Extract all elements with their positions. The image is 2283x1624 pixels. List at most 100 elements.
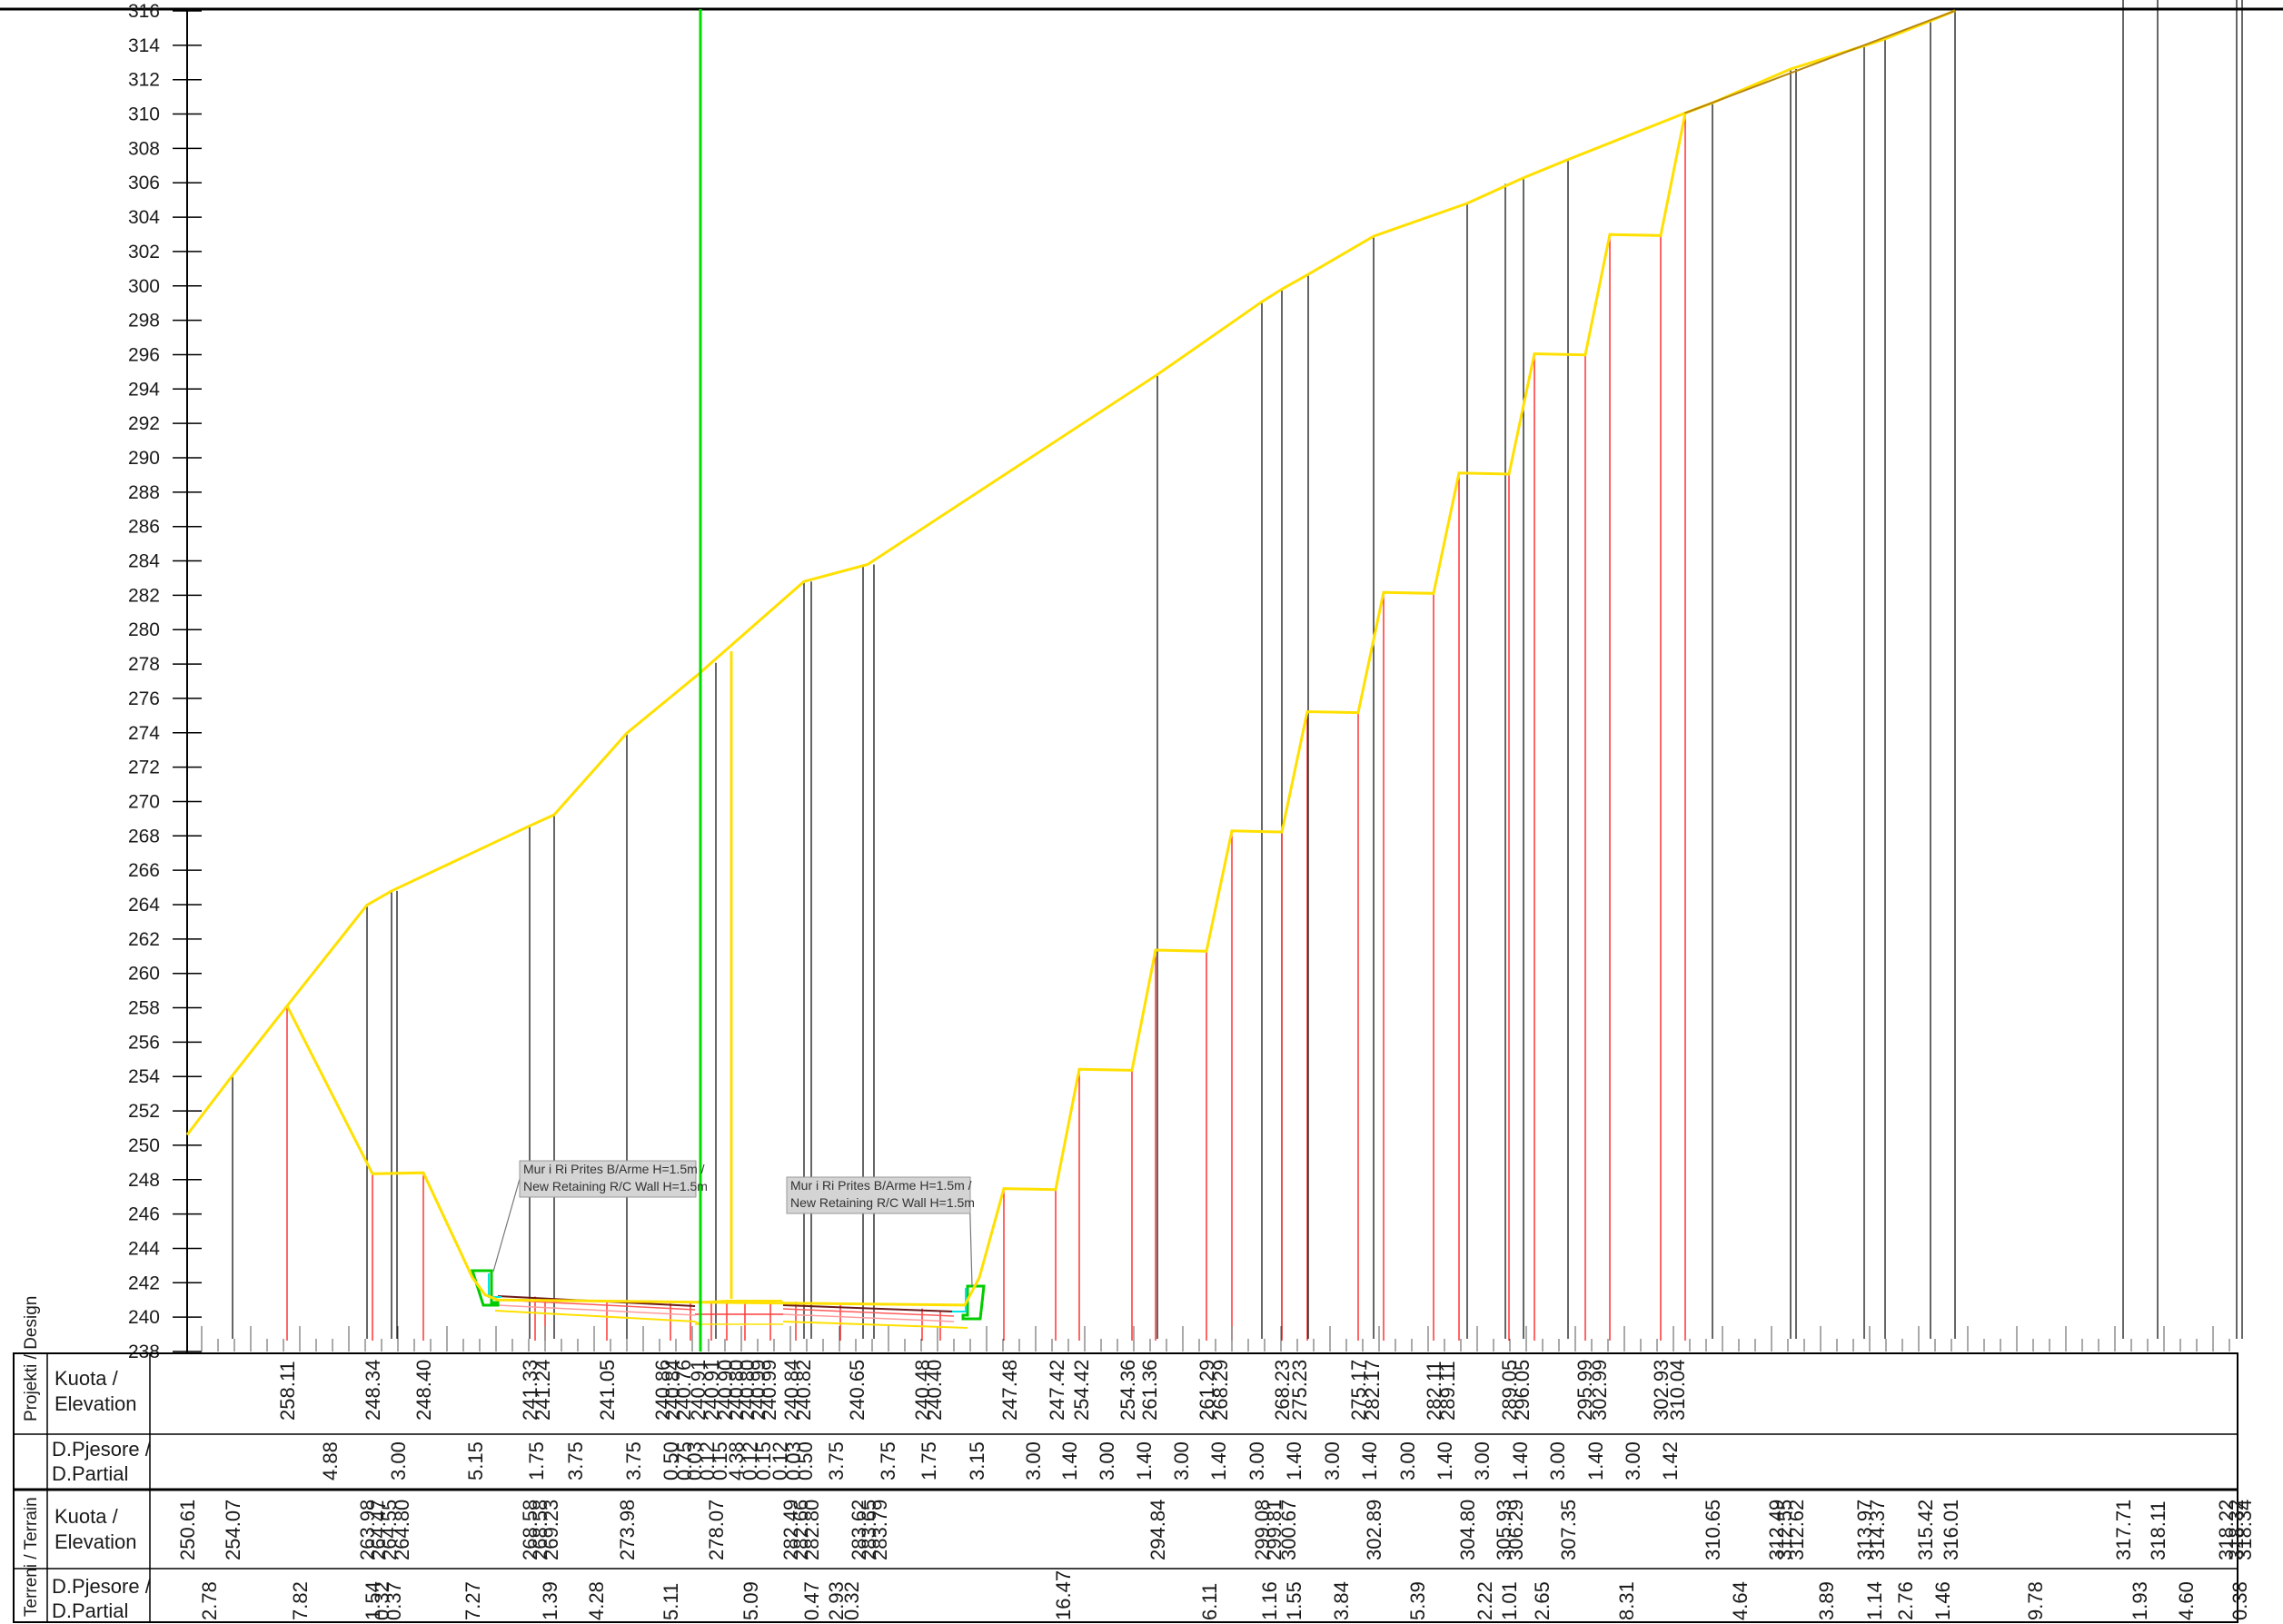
terrain-partial-value: 7.82 (289, 1581, 312, 1620)
axis-tick-label: 312 (128, 70, 160, 91)
design-partial-header: D.Pjesore / (52, 1438, 152, 1461)
terrain-elevation-value: 305.93 (1493, 1500, 1515, 1560)
axis-tick-label: 300 (128, 276, 160, 297)
axis-tick-label: 304 (128, 207, 160, 228)
terrain-partial-value: 1.14 (1863, 1581, 1886, 1620)
terrain-partial-value: 0.32 (371, 1581, 393, 1620)
design-elevation-value: 241.33 (519, 1360, 541, 1421)
terrain-partial-value: 2.76 (1894, 1581, 1917, 1620)
axis-tick-label: 270 (128, 791, 160, 812)
design-elevation-value: 240.80 (736, 1360, 759, 1421)
design-elevation-value: 254.42 (1070, 1360, 1093, 1421)
design-partial-value: 3.75 (825, 1441, 848, 1480)
design-vertical-lines (286, 113, 1686, 1341)
terrain-partial-value: 0.37 (382, 1581, 405, 1620)
design-partial-value: 3.00 (1321, 1441, 1344, 1480)
design-elevation-header: Elevation (55, 1392, 137, 1415)
design-partial-value: 1.40 (1584, 1441, 1607, 1480)
design-elevation-value: 240.40 (923, 1360, 946, 1421)
road-layer (782, 1321, 968, 1329)
design-elevation-value: 296.05 (1511, 1360, 1534, 1421)
road-structure-right (782, 1304, 968, 1329)
axis-tick-label: 278 (128, 654, 160, 675)
design-elevation-value: 240.76 (672, 1360, 695, 1421)
callout-line-2: New Retaining R/C Wall H=1.5m (523, 1179, 708, 1193)
terrain-elevation-value: 283.62 (848, 1500, 870, 1560)
design-partial-value: 0.12 (769, 1441, 791, 1480)
axis-tick-label: 264 (128, 895, 160, 916)
design-elevation-value: 302.99 (1588, 1360, 1611, 1421)
terrain-vertical-lines (232, 0, 2243, 1339)
design-elevation-value: 240.90 (714, 1360, 737, 1421)
terrain-elevation-value: 250.61 (176, 1500, 199, 1560)
terrain-partial-value: 1.93 (2129, 1581, 2151, 1620)
design-partial-value: 3.75 (564, 1441, 587, 1480)
road-layer (782, 1308, 955, 1317)
design-partial-value: 3.00 (1246, 1441, 1268, 1480)
terrain-elevation-value: 283.65 (858, 1500, 880, 1560)
axis-tick-label: 286 (128, 517, 160, 538)
design-elevation-value: 310.04 (1666, 1360, 1689, 1421)
callout-right: Mur i Ri Prites B/Arme H=1.5m / New Reta… (786, 1176, 975, 1287)
design-partial-value: 1.40 (1358, 1441, 1381, 1480)
axis-tick-label: 240 (128, 1307, 160, 1328)
baseline-ticks (201, 1326, 2230, 1352)
design-elevation-value: 268.29 (1209, 1360, 1232, 1421)
terrain-partial-value: 5.09 (739, 1581, 762, 1620)
axis-tick-label: 280 (128, 619, 160, 640)
design-elevation-value: 248.34 (362, 1360, 384, 1421)
axis-tick-label: 298 (128, 311, 160, 332)
axis-tick-label: 262 (128, 929, 160, 950)
terrain-elevation-value: 318.22 (2215, 1500, 2238, 1560)
terrain-partial-header: D.Partial (52, 1599, 128, 1622)
design-elevation-value: 248.40 (412, 1360, 435, 1421)
design-group-title: Projekti / Design (22, 1296, 41, 1421)
design-elevation-value: 268.23 (1271, 1360, 1294, 1421)
design-elevation-value: 241.24 (531, 1360, 554, 1421)
design-partial-value: 0.15 (709, 1441, 731, 1480)
design-partial-value: 3.75 (622, 1441, 645, 1480)
design-profile-line (285, 113, 1687, 1307)
terrain-elevation-value: 312.49 (1765, 1500, 1788, 1560)
terrain-partial-value: 1.55 (1283, 1581, 1305, 1620)
axis-tick-label: 254 (128, 1066, 160, 1087)
design-partial-value: 3.00 (1546, 1441, 1569, 1480)
terrain-partial-value: 1.54 (362, 1581, 384, 1620)
design-elevation-value: 295.99 (1573, 1360, 1596, 1421)
axis-tick-label: 296 (128, 344, 160, 365)
axis-tick-label: 316 (128, 1, 160, 22)
design-partial-value: 3.00 (1471, 1441, 1494, 1480)
axis-tick-label: 250 (128, 1135, 160, 1156)
design-partial-value: 0.12 (739, 1441, 761, 1480)
terrain-group-title: Terreni / Terrain (22, 1497, 41, 1617)
wall-outline (961, 1284, 986, 1321)
design-elevation-value: 240.82 (792, 1360, 815, 1421)
design-partial-value: 0.12 (696, 1441, 719, 1480)
terrain-partial-value: 0.47 (800, 1581, 823, 1620)
design-partial-value: 3.00 (1022, 1441, 1045, 1480)
terrain-partial-value: 4.28 (585, 1581, 608, 1620)
terrain-partial-value: 6.11 (1198, 1583, 1221, 1620)
terrain-elevation-value: 282.49 (779, 1500, 802, 1560)
terrain-partial-value: 16.47 (1052, 1570, 1075, 1620)
terrain-partial-value: 2.78 (198, 1581, 221, 1620)
terrain-elevation-value: 273.98 (616, 1500, 639, 1560)
design-partial-value: 3.15 (966, 1441, 988, 1480)
callout-leader (492, 1178, 521, 1272)
table-frame (13, 1352, 2238, 1623)
terrain-partial-value: 2.93 (825, 1581, 848, 1620)
axis-tick-label: 246 (128, 1204, 160, 1225)
axis-tick-label: 248 (128, 1170, 160, 1191)
design-elevation-value: 261.36 (1138, 1360, 1161, 1421)
design-elevation-value: 240.84 (661, 1360, 684, 1421)
data-band-table: Projekti / Design Terreni / Terrain Kuot… (13, 1296, 2256, 1623)
terrain-profile-line-top (1683, 9, 1956, 114)
callout-box (519, 1160, 697, 1198)
terrain-elevation-value: 304.80 (1456, 1500, 1479, 1560)
callout-line-1: Mur i Ri Prites B/Arme H=1.5m / (523, 1162, 705, 1176)
axis-tick-label: 290 (128, 448, 160, 469)
design-elevation-value: 254.36 (1117, 1360, 1139, 1421)
axis-tick-label: 308 (128, 138, 160, 159)
terrain-partial-value: 3.89 (1815, 1581, 1838, 1620)
